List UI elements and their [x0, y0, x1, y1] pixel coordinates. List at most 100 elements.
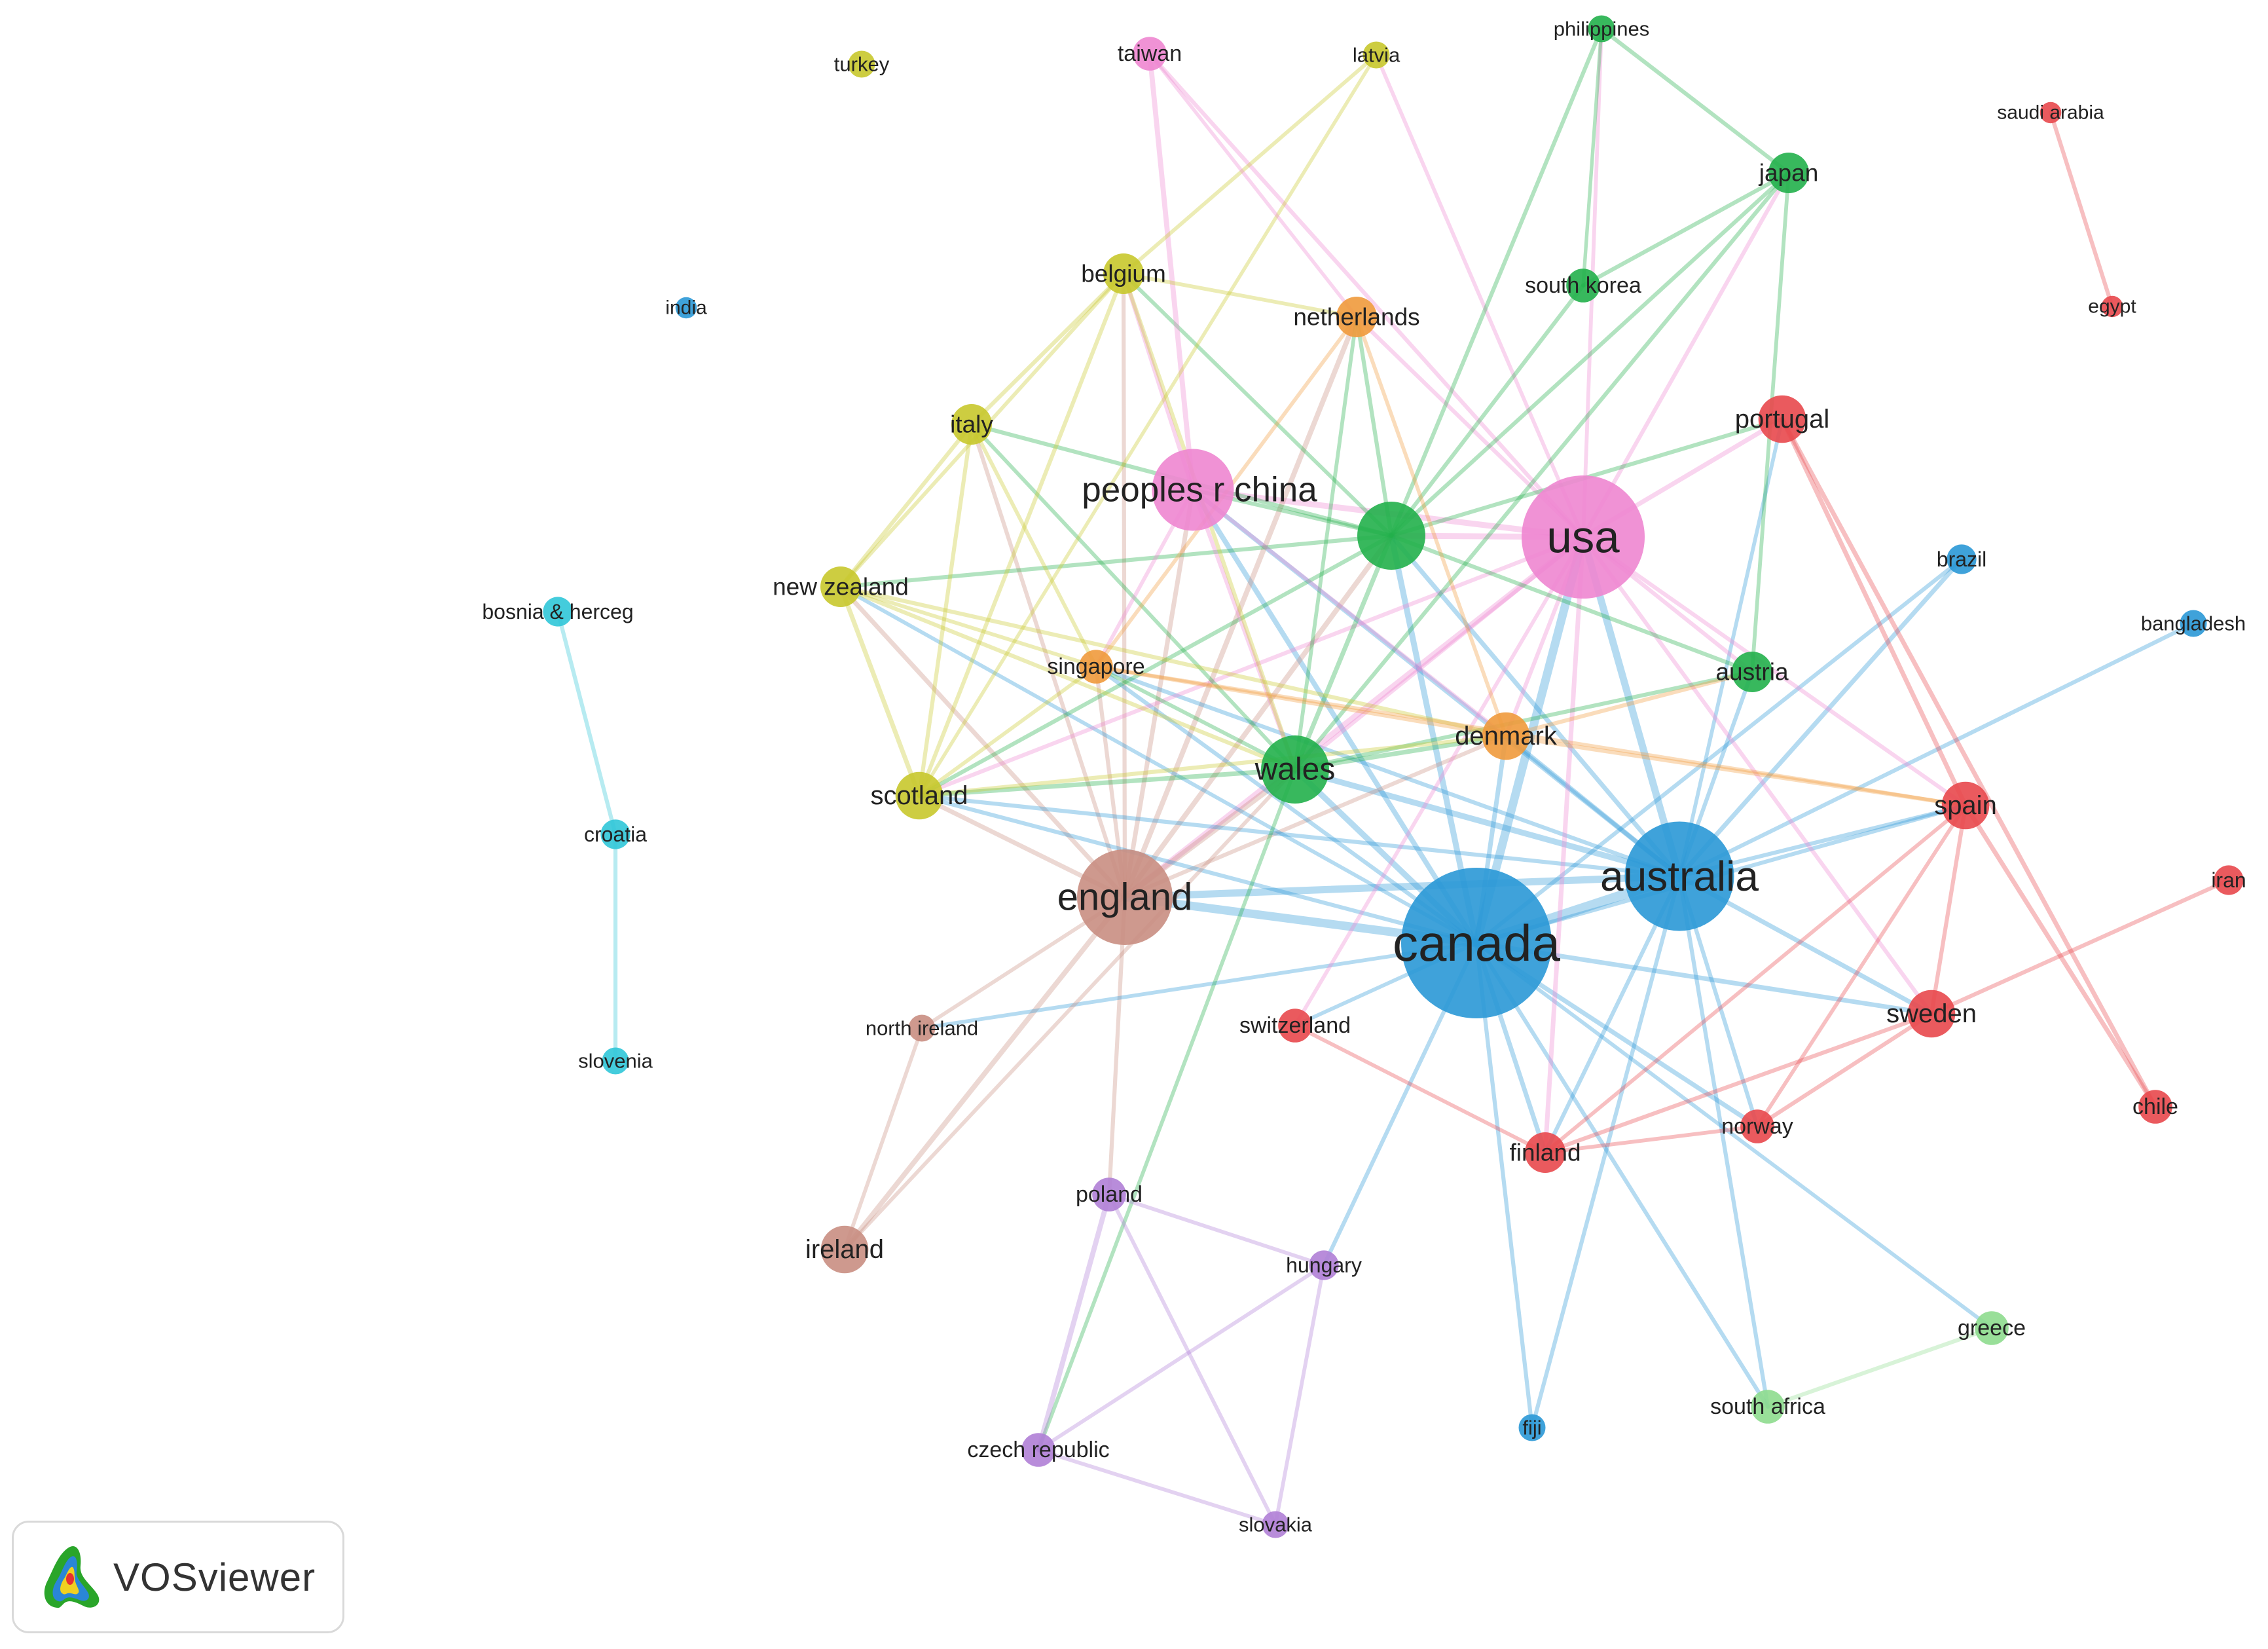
node-netherlands[interactable] — [1336, 297, 1377, 337]
node-label-scotland: scotland — [871, 781, 968, 810]
node-japan[interactable] — [1768, 153, 1809, 193]
link-green_hub-netherlands — [1354, 314, 1394, 538]
node-saudi-arabia[interactable] — [2039, 102, 2062, 124]
node-china[interactable] — [1152, 449, 1234, 531]
node-label-sweden: sweden — [1886, 999, 1977, 1028]
node-label-brazil: brazil — [1937, 547, 1986, 571]
node-bangladesh[interactable] — [2180, 610, 2207, 637]
node-canada[interactable] — [1401, 868, 1552, 1018]
link-philippines-south_korea — [1581, 27, 1603, 287]
node-czech-republic[interactable] — [1021, 1433, 1055, 1467]
link-singapore-spain — [1094, 665, 1967, 807]
node-spain[interactable] — [1941, 781, 1990, 830]
node-label-poland: poland — [1076, 1182, 1143, 1207]
node-iran[interactable] — [2214, 865, 2244, 895]
link-sweden-iran — [1929, 878, 2231, 1016]
node-label-bangladesh: bangladesh — [2141, 612, 2246, 635]
link-usa-switzerland — [1293, 535, 1585, 1028]
node-brazil[interactable] — [1947, 544, 1977, 574]
node-turkey[interactable] — [848, 50, 875, 78]
node-south-korea[interactable] — [1566, 269, 1600, 303]
node-denmark[interactable] — [1482, 712, 1530, 760]
link-poland-hungary — [1107, 1193, 1326, 1267]
link-green_hub-south_korea — [1389, 283, 1586, 538]
node-egypt[interactable] — [2101, 295, 2123, 318]
link-spain-finland — [1543, 804, 1967, 1155]
link-australia-south_africa — [1677, 874, 1770, 1409]
node-label-bosnia: bosnia & herceg — [482, 600, 633, 623]
node-austria[interactable] — [1732, 652, 1772, 692]
node-singapore[interactable] — [1079, 650, 1113, 684]
link-finland-norway — [1543, 1124, 1759, 1155]
link-england-green_hub — [1122, 533, 1394, 900]
link-belgium-scotland — [917, 271, 1126, 798]
node-switzerland[interactable] — [1278, 1009, 1312, 1043]
node-usa[interactable] — [1522, 475, 1645, 599]
link-england-denmark — [1122, 733, 1509, 900]
node-portugal[interactable] — [1758, 395, 1806, 443]
link-green_hub-scotland — [917, 533, 1394, 798]
link-poland-czech_republic — [1036, 1192, 1112, 1453]
node-ireland[interactable] — [820, 1225, 869, 1274]
node-india[interactable] — [675, 297, 697, 319]
link-italy-new_zealand — [838, 422, 974, 589]
node-slovakia[interactable] — [1262, 1511, 1289, 1538]
link-singapore-denmark — [1094, 665, 1508, 738]
node-label-india: india — [665, 297, 707, 319]
link-england-poland — [1107, 895, 1127, 1197]
node-label-greece: greece — [1958, 1316, 2026, 1341]
node-england[interactable] — [1077, 849, 1173, 945]
link-australia-china — [1190, 487, 1682, 879]
node-scotland[interactable] — [895, 771, 943, 820]
node-new-zealand[interactable] — [820, 566, 861, 607]
node-label-austria: austria — [1715, 659, 1788, 686]
link-australia-wales — [1292, 766, 1683, 880]
node-croatia[interactable] — [600, 819, 631, 849]
link-england-new_zealand — [838, 584, 1127, 900]
node-label-wales: wales — [1254, 752, 1336, 787]
link-new_zealand-wales — [838, 584, 1298, 772]
link-usa-japan — [1581, 170, 1791, 540]
node-chile[interactable] — [2138, 1090, 2172, 1124]
node-label-ireland: ireland — [805, 1235, 884, 1264]
node-label-fiji: fiji — [1522, 1417, 1541, 1439]
node-south-africa[interactable] — [1751, 1390, 1785, 1424]
node-label-finland: finland — [1509, 1139, 1581, 1166]
link-green_hub-japan — [1389, 170, 1791, 538]
node-north-ireland[interactable] — [908, 1014, 936, 1042]
node-slovenia[interactable] — [602, 1047, 629, 1075]
node-sweden[interactable] — [1907, 990, 1956, 1038]
node-label-japan: japan — [1759, 160, 1819, 187]
node-fiji[interactable] — [1518, 1414, 1546, 1441]
node-wales[interactable] — [1261, 735, 1329, 804]
node-greece[interactable] — [1975, 1311, 2009, 1345]
vosviewer-brand-label: VOSviewer — [113, 1555, 316, 1599]
link-usa-england — [1122, 534, 1586, 900]
node-philippines[interactable] — [1588, 15, 1615, 43]
node-norway[interactable] — [1740, 1109, 1774, 1143]
node-taiwan[interactable] — [1133, 37, 1167, 71]
node-label-belgium: belgium — [1081, 261, 1166, 287]
node-poland[interactable] — [1092, 1177, 1126, 1212]
node-finland[interactable] — [1525, 1132, 1565, 1173]
link-greece-south_africa — [1765, 1325, 1994, 1409]
node-label-portugal: portugal — [1735, 405, 1830, 434]
node-label-norway: norway — [1721, 1114, 1793, 1139]
link-england-ireland — [842, 895, 1127, 1252]
node-belgium[interactable] — [1103, 253, 1144, 294]
node-label-usa: usa — [1546, 512, 1620, 563]
link-italy-singapore — [970, 422, 1098, 669]
node-bosnia[interactable] — [543, 597, 573, 627]
node-label-italy: italy — [950, 411, 993, 438]
node-italy[interactable] — [951, 404, 992, 445]
link-czech_republic-hungary — [1036, 1263, 1326, 1452]
vosviewer-brand-box[interactable]: VOSviewer — [12, 1521, 344, 1633]
node-latvia[interactable] — [1363, 41, 1390, 69]
node-australia[interactable] — [1624, 821, 1734, 931]
link-usa-wales — [1292, 534, 1586, 772]
node-label-croatia: croatia — [584, 823, 647, 846]
node-hungary[interactable] — [1309, 1250, 1339, 1280]
link-australia-scotland — [917, 793, 1682, 879]
node-green-hub[interactable] — [1357, 502, 1425, 570]
